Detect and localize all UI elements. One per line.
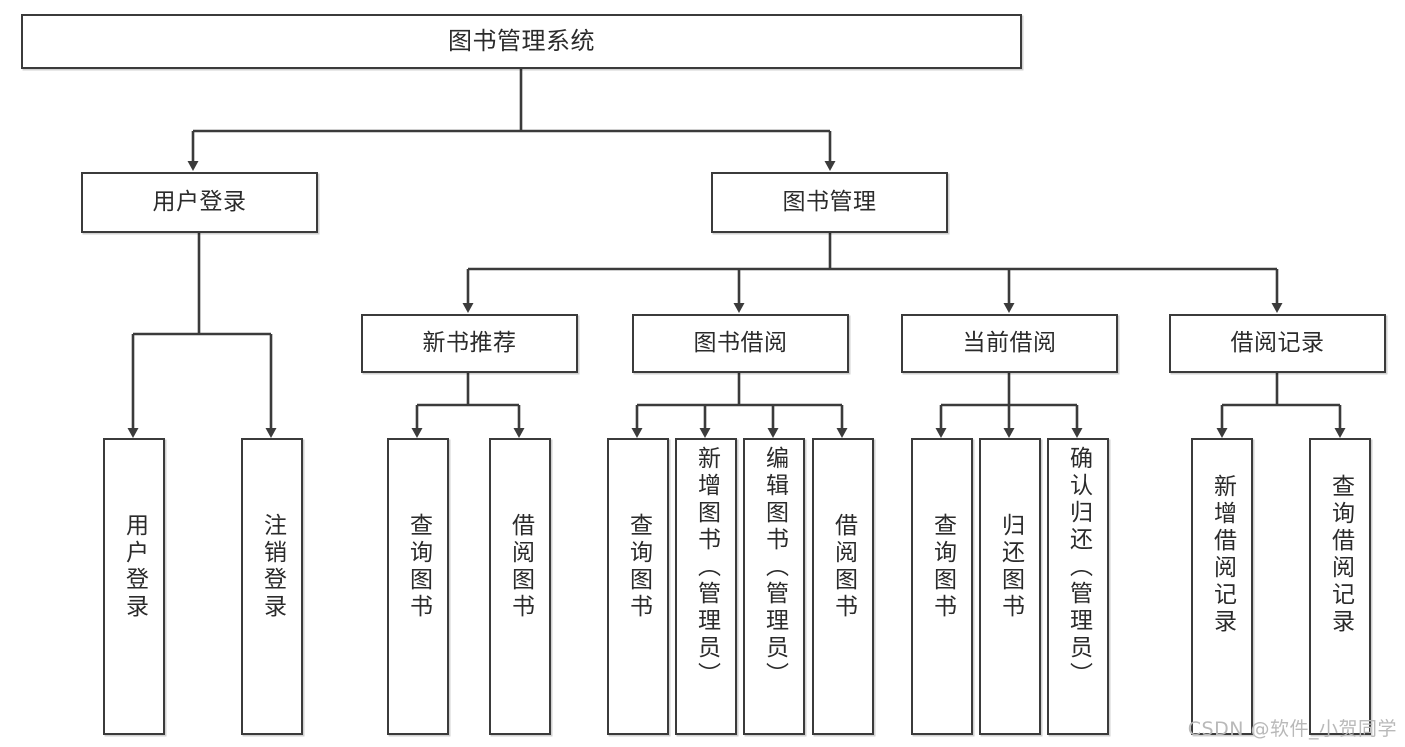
node-leaf-query-book-1-label: 查询图书 [405,513,432,621]
node-leaf-return-book-label: 归还图书 [997,513,1024,621]
node-user-login[interactable]: 用户登录 [81,172,318,233]
node-leaf-query-book-3-label: 查询图书 [929,513,956,621]
node-leaf-logout-label: 注销登录 [259,513,286,621]
node-borrow-record[interactable]: 借阅记录 [1169,314,1386,373]
node-new-book-rec-label: 新书推荐 [422,330,517,357]
node-book-manage-label: 图书管理 [782,189,877,216]
node-root[interactable]: 图书管理系统 [21,14,1022,69]
node-leaf-edit-book-label: 编辑图书（管理员） [761,446,788,689]
node-leaf-query-record-label: 查询借阅记录 [1327,474,1354,636]
node-book-manage[interactable]: 图书管理 [711,172,948,233]
node-root-label: 图书管理系统 [448,26,595,55]
node-leaf-query-book-1[interactable]: 查询图书 [387,438,449,735]
node-leaf-edit-book[interactable]: 编辑图书（管理员） [743,438,805,735]
node-leaf-query-book-2[interactable]: 查询图书 [607,438,669,735]
node-leaf-add-book[interactable]: 新增图书（管理员） [675,438,737,735]
node-borrow-record-label: 借阅记录 [1230,330,1325,357]
node-leaf-borrow-book-1[interactable]: 借阅图书 [489,438,551,735]
node-current-borrow[interactable]: 当前借阅 [901,314,1118,373]
node-leaf-confirm-return[interactable]: 确认归还（管理员） [1047,438,1109,735]
node-leaf-borrow-book-2-label: 借阅图书 [830,513,857,621]
node-new-book-rec[interactable]: 新书推荐 [361,314,578,373]
node-leaf-logout[interactable]: 注销登录 [241,438,303,735]
watermark: CSDN @软件_小贺同学 [1187,718,1397,740]
node-user-login-label: 用户登录 [152,189,247,216]
node-book-borrow-label: 图书借阅 [693,330,788,357]
node-leaf-query-record[interactable]: 查询借阅记录 [1309,438,1371,735]
node-leaf-add-record-label: 新增借阅记录 [1209,474,1236,636]
node-leaf-add-book-label: 新增图书（管理员） [693,446,720,689]
node-leaf-add-record[interactable]: 新增借阅记录 [1191,438,1253,735]
node-book-borrow[interactable]: 图书借阅 [632,314,849,373]
node-current-borrow-label: 当前借阅 [962,330,1057,357]
node-leaf-user-login-label: 用户登录 [121,513,148,621]
node-leaf-borrow-book-2[interactable]: 借阅图书 [812,438,874,735]
node-leaf-borrow-book-1-label: 借阅图书 [507,513,534,621]
node-leaf-user-login[interactable]: 用户登录 [103,438,165,735]
node-leaf-query-book-3[interactable]: 查询图书 [911,438,973,735]
node-leaf-return-book[interactable]: 归还图书 [979,438,1041,735]
node-leaf-confirm-return-label: 确认归还（管理员） [1065,446,1092,689]
node-leaf-query-book-2-label: 查询图书 [625,513,652,621]
